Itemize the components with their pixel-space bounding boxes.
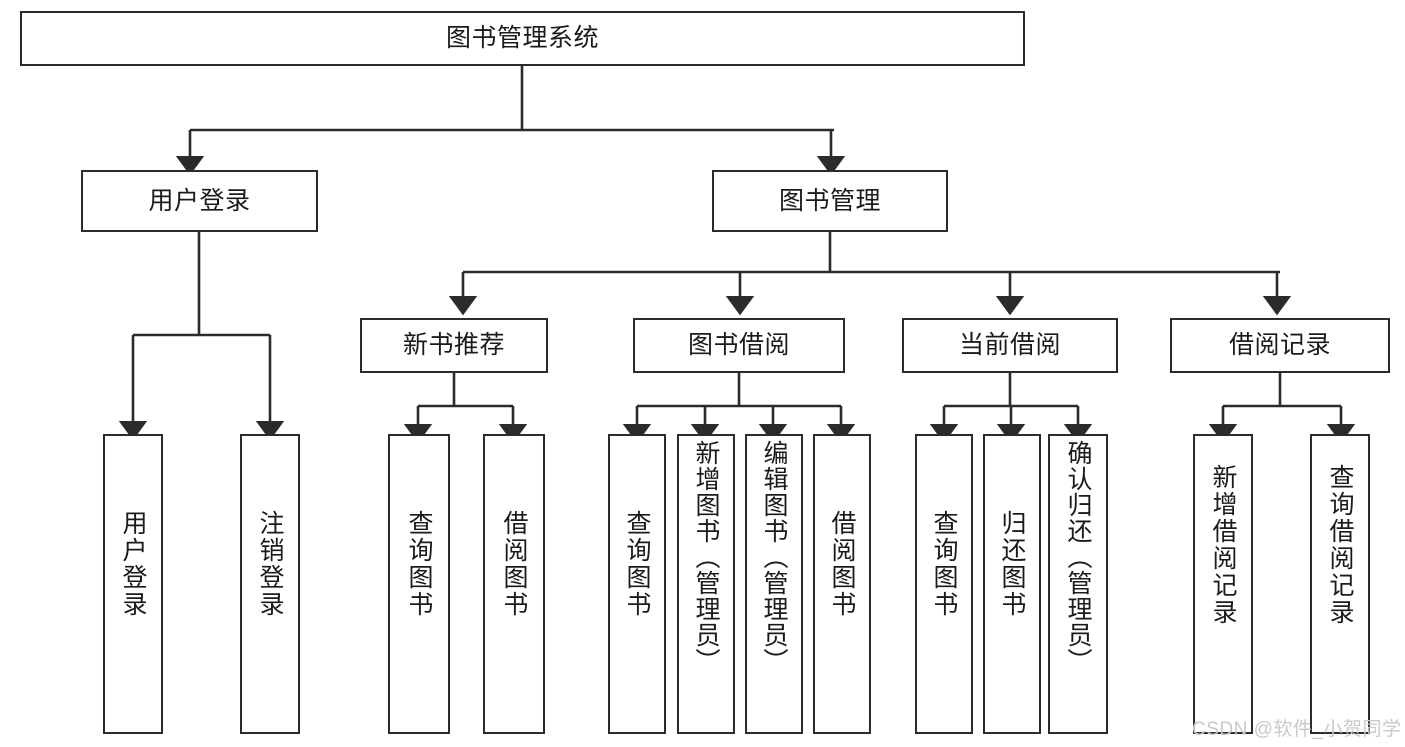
node-label: 确认归还（管理员） [1064, 440, 1092, 674]
leaf-user-login-logout[interactable]: 注销登录 [240, 434, 300, 734]
leaf-current-borrow-confirm-return-admin[interactable]: 确认归还（管理员） [1048, 434, 1108, 734]
node-label: 新书推荐 [402, 331, 505, 359]
node-label: 借阅记录 [1228, 331, 1331, 359]
node-label: 归还图书 [998, 510, 1026, 618]
node-label: 编辑图书（管理员） [760, 440, 788, 674]
node-book-borrow[interactable]: 图书借阅 [633, 318, 845, 373]
node-label: 注销登录 [256, 510, 284, 618]
node-label: 新增借阅记录 [1209, 464, 1237, 626]
leaf-current-borrow-return-book[interactable]: 归还图书 [983, 434, 1041, 734]
leaf-new-book-borrow-book[interactable]: 借阅图书 [483, 434, 545, 734]
leaf-book-borrow-query-book[interactable]: 查询图书 [608, 434, 666, 734]
node-label: 图书管理系统 [445, 24, 599, 52]
node-root-book-management-system[interactable]: 图书管理系统 [20, 11, 1025, 66]
leaf-current-borrow-query-book[interactable]: 查询图书 [915, 434, 973, 734]
node-borrow-record[interactable]: 借阅记录 [1170, 318, 1390, 373]
node-label: 新增图书（管理员） [692, 440, 720, 674]
leaf-book-borrow-edit-book-admin[interactable]: 编辑图书（管理员） [745, 434, 803, 734]
node-user-login[interactable]: 用户登录 [81, 170, 318, 232]
leaf-new-book-query-book[interactable]: 查询图书 [388, 434, 450, 734]
node-label: 用户登录 [148, 186, 251, 215]
node-label: 查询图书 [623, 510, 651, 618]
node-book-management[interactable]: 图书管理 [712, 170, 948, 232]
node-label: 当前借阅 [958, 331, 1061, 359]
leaf-borrow-record-add-record[interactable]: 新增借阅记录 [1193, 434, 1253, 734]
node-current-borrow[interactable]: 当前借阅 [902, 318, 1118, 373]
node-label: 查询图书 [930, 510, 958, 618]
leaf-book-borrow-borrow-book[interactable]: 借阅图书 [813, 434, 871, 734]
node-new-book-recommend[interactable]: 新书推荐 [360, 318, 548, 373]
leaf-borrow-record-query-record[interactable]: 查询借阅记录 [1310, 434, 1370, 734]
node-label: 借阅图书 [828, 510, 856, 618]
node-label: 借阅图书 [500, 510, 528, 618]
node-label: 用户登录 [119, 510, 147, 618]
node-label: 图书借阅 [687, 331, 790, 359]
csdn-watermark: CSDN @软件_小贺同学 [1192, 719, 1402, 740]
leaf-user-login-login[interactable]: 用户登录 [103, 434, 163, 734]
leaf-book-borrow-add-book-admin[interactable]: 新增图书（管理员） [677, 434, 735, 734]
node-label: 查询图书 [405, 510, 433, 618]
node-label: 图书管理 [778, 186, 881, 215]
node-label: 查询借阅记录 [1326, 464, 1354, 626]
